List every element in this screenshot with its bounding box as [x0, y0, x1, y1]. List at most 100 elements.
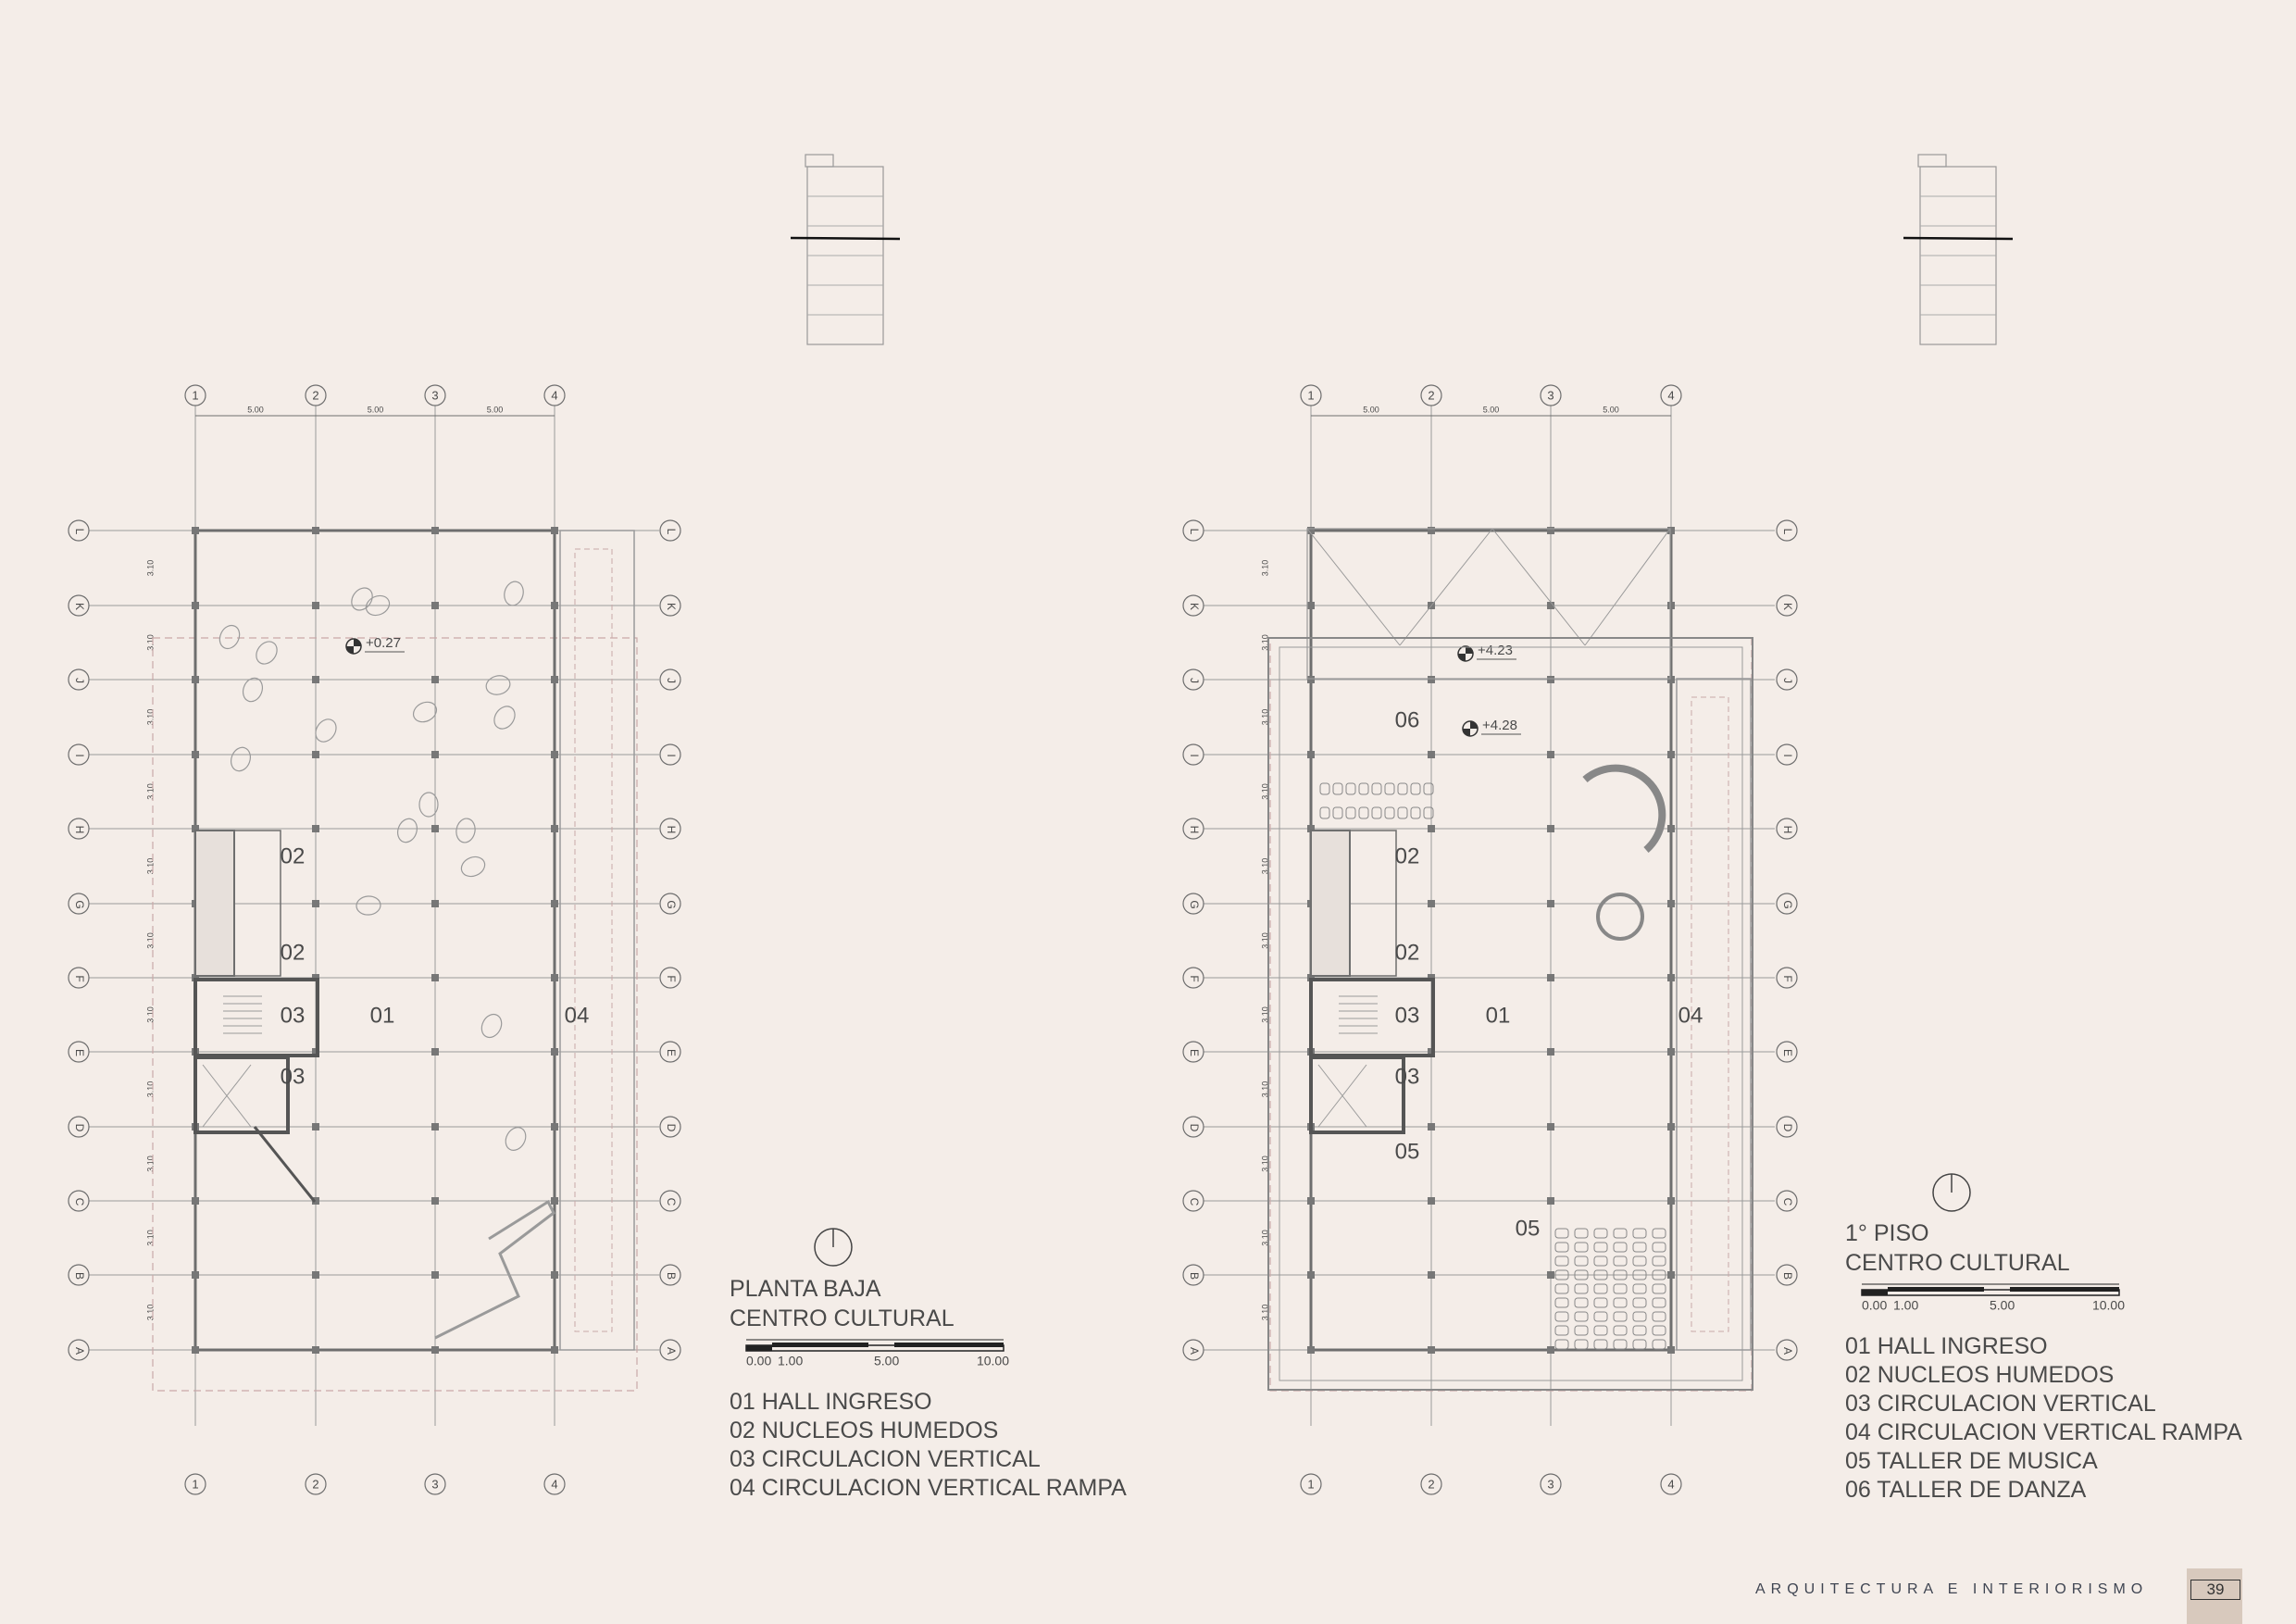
dimension-label: 3.10: [145, 1081, 155, 1098]
scale-bar-segment: [2010, 1287, 2119, 1292]
dimension-label: 5.00: [368, 405, 384, 414]
structural-column: [1547, 676, 1554, 683]
chair: [1554, 1255, 1569, 1267]
scale-bar-segment: [746, 1345, 772, 1351]
structural-column: [431, 527, 439, 534]
structural-column: [431, 1048, 439, 1056]
grid-label: E: [1781, 1049, 1794, 1056]
room-tag: 02: [1395, 940, 1420, 965]
grid-label: A: [665, 1347, 678, 1355]
structural-column: [192, 676, 199, 683]
grid-bubble: [305, 384, 327, 406]
room-tag: 03: [281, 1003, 306, 1028]
dimension-label: 3.10: [1260, 1006, 1269, 1023]
planter-blob: [365, 594, 391, 617]
grid-bubble: [1776, 967, 1798, 989]
dimension-label: 3.10: [1260, 634, 1269, 651]
scale-bar-label: 1.00: [1893, 1298, 1918, 1313]
structural-column: [431, 1271, 439, 1279]
grid-bubble: [659, 668, 681, 691]
grid-bubble: [68, 594, 90, 617]
chair: [1593, 1242, 1608, 1253]
grid-label: D: [73, 1124, 86, 1132]
terrace-edge: [1279, 646, 1743, 1381]
dimension-label: 5.00: [247, 405, 264, 414]
structural-column: [1307, 527, 1315, 534]
structural-column: [551, 900, 558, 907]
curved-bench: [1582, 764, 1666, 854]
grid-label: 1: [1307, 1477, 1314, 1491]
structural-column: [312, 900, 319, 907]
grid-label: J: [1188, 678, 1201, 683]
chair: [1574, 1311, 1589, 1322]
grid-label: I: [1188, 754, 1201, 756]
structural-column: [551, 1271, 558, 1279]
dimension-label: 3.10: [145, 709, 155, 726]
legend-item: 02 NUCLEOS HUMEDOS: [730, 1418, 999, 1443]
level-label: +4.23: [1478, 643, 1513, 658]
planter-blob: [256, 641, 278, 665]
chair: [1632, 1283, 1647, 1294]
dimension-label: 3.10: [1260, 1081, 1269, 1098]
grid-label: 3: [1547, 1477, 1554, 1491]
room-tag: 02: [281, 940, 306, 965]
grid-bubble: [543, 1473, 566, 1495]
legend-item: 01 HALL INGRESO: [730, 1389, 932, 1415]
room-tag: 05: [1395, 1139, 1420, 1164]
grid-bubble: [1182, 1190, 1204, 1212]
grid-bubble: [1182, 519, 1204, 542]
structural-column: [1307, 825, 1315, 832]
chair: [1652, 1228, 1666, 1239]
dimension-label: 3.10: [145, 858, 155, 875]
grid-label: 1: [192, 1477, 198, 1491]
grid-bubble: [1776, 1190, 1798, 1212]
structural-column: [551, 825, 558, 832]
grid-label: G: [1188, 900, 1201, 908]
planter-blob: [505, 1127, 527, 1151]
planter-blob: [315, 718, 337, 743]
chair: [1593, 1283, 1608, 1294]
truss-member: [1491, 528, 1586, 646]
grid-label: C: [1188, 1198, 1201, 1206]
bench: [434, 1199, 555, 1340]
grid-bubble: [1182, 594, 1204, 617]
grid-bubble: [1660, 1473, 1682, 1495]
legend-item: 03 CIRCULACION VERTICAL: [1845, 1391, 2156, 1417]
structural-column: [1547, 1271, 1554, 1279]
level-marker: +4.28: [1462, 718, 1521, 737]
grid-label: K: [73, 603, 86, 610]
planter-blob: [480, 1013, 503, 1039]
structural-column: [1667, 1048, 1675, 1056]
level-label: +4.28: [1482, 718, 1517, 733]
structural-column: [431, 974, 439, 981]
bathroom-block: [194, 830, 235, 977]
structural-column: [1547, 825, 1554, 832]
scale-bar-label: 0.00: [1862, 1298, 1887, 1313]
grid-label: B: [73, 1272, 86, 1280]
roof-outline: [152, 637, 638, 1392]
level-symbol-fill: [1466, 646, 1473, 654]
chair: [1652, 1297, 1666, 1308]
grid-label: C: [665, 1198, 678, 1206]
chair: [1652, 1242, 1666, 1253]
structural-column: [1667, 751, 1675, 758]
grid-label: 4: [551, 1477, 557, 1491]
structural-column: [1307, 1271, 1315, 1279]
grid-label: 3: [431, 388, 438, 402]
grid-label: C: [73, 1198, 86, 1206]
structural-column: [551, 1123, 558, 1131]
grid-label: F: [73, 975, 86, 981]
grid-label: A: [1781, 1347, 1794, 1355]
grid-bubble: [659, 1190, 681, 1212]
legend-item: 02 NUCLEOS HUMEDOS: [1845, 1362, 2115, 1388]
ramp-zone: [559, 530, 635, 1351]
structural-column: [1667, 1197, 1675, 1205]
structural-column: [1667, 602, 1675, 609]
structural-column: [1547, 974, 1554, 981]
legend-item: 05 TALLER DE MUSICA: [1845, 1448, 2098, 1474]
grid-label: G: [665, 900, 678, 908]
chair: [1554, 1228, 1569, 1239]
structural-column: [1428, 825, 1435, 832]
chair: [1593, 1339, 1608, 1350]
